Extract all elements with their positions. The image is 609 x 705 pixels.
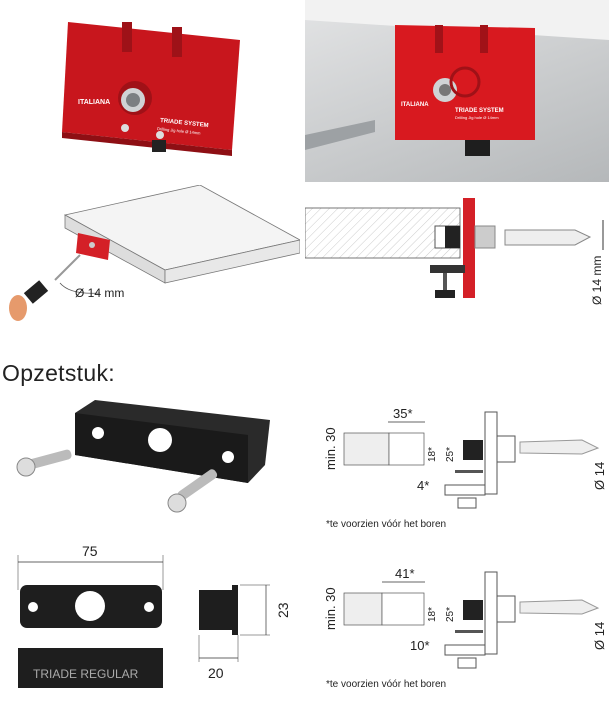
note: *te voorzien vóór het boren [326, 679, 446, 690]
width-dim: 41* [395, 566, 415, 581]
outer-dim: 25* [445, 447, 456, 462]
jig-in-use-photo: ITALIANA TRIADE SYSTEM Drilling Jig hole… [305, 0, 609, 182]
section-heading: Opzetstuk: [2, 360, 115, 386]
inner-dim: 18* [427, 607, 438, 622]
product-subtitle-2: Drilling Jig hole Ø 14mm [455, 115, 499, 120]
length-dim: 75 [82, 543, 98, 559]
section-drawing: Ø 14 mm [304, 190, 609, 355]
offset-dim: 10* [410, 638, 430, 653]
brand-logo: ITALIANA [78, 99, 110, 106]
inner-dim: 18* [427, 447, 438, 462]
diagram-a: 35* min. 30 18* 25* 4* Ø 14 *te voorzien… [320, 390, 609, 540]
product-subtitle: Drilling Jig hole Ø 14mm [157, 126, 202, 136]
product-name-2: TRIADE SYSTEM [455, 108, 504, 114]
engraving: TRIADE REGULAR [33, 667, 139, 681]
height-dim: 23 [275, 602, 291, 618]
diameter-dim: Ø 14 [592, 462, 607, 490]
diagram-b: 41* min. 30 18* 25* 10* Ø 14 *te voorzie… [320, 550, 609, 700]
depth-dim: 20 [208, 665, 224, 681]
board-illustration: Ø 14 mm [0, 184, 302, 355]
drill-diameter-label: Ø 14 mm [75, 286, 124, 300]
offset-dim: 4* [417, 478, 429, 493]
jig-product-photo: ITALIANA TRIADE SYSTEM Drilling Jig hole… [0, 0, 300, 180]
outer-dim: 25* [445, 607, 456, 622]
brand-logo-2: ITALIANA [401, 102, 429, 108]
min-dim: min. 30 [323, 587, 338, 630]
min-dim: min. 30 [323, 427, 338, 470]
note: *te voorzien vóór het boren [326, 519, 446, 530]
dimension-views: 75 TRIADE REGULAR 23 20 [0, 540, 300, 700]
product-name: TRIADE SYSTEM [160, 118, 209, 129]
diameter-dim: Ø 14 [592, 622, 607, 650]
section-diameter-label: Ø 14 mm [590, 256, 604, 305]
width-dim: 35* [393, 406, 413, 421]
attachment-render [0, 395, 300, 525]
